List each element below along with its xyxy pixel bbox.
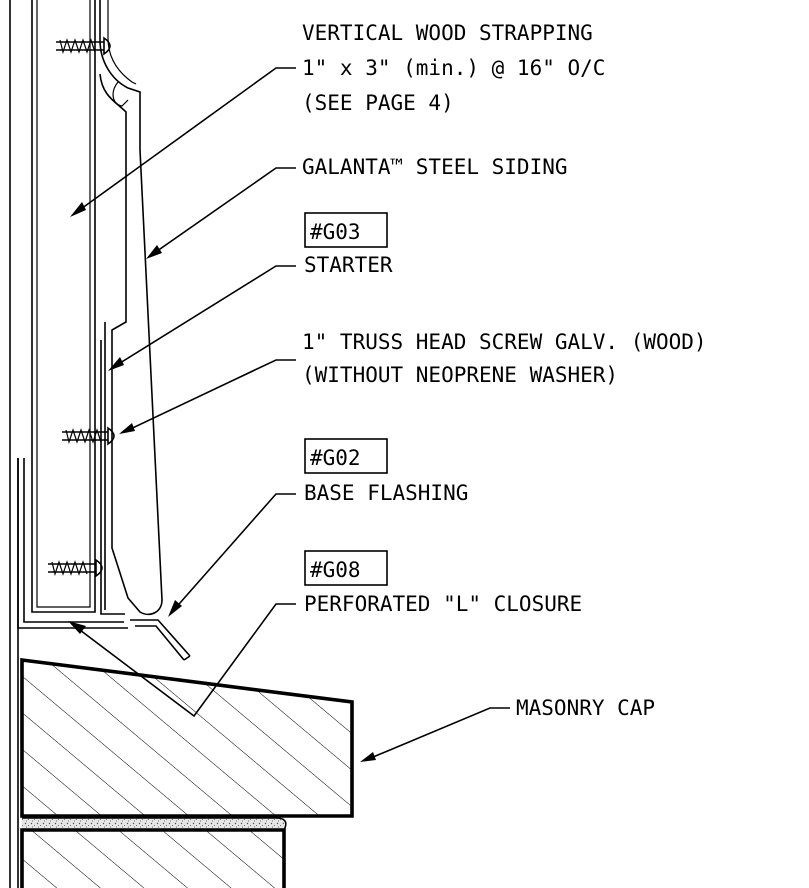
leader-screw [119,359,296,434]
screw-label-line-2: (WITHOUT NEOPRENE WASHER) [302,363,618,387]
masonry-cap [20,657,354,818]
strapping-label-line-2: 1" x 3" (min.) @ 16" O/C [302,56,605,80]
leader-closure [68,603,296,718]
leader-masonry-cap [360,707,510,762]
base-flashing-code: #G02 [310,446,361,470]
screws [48,36,115,578]
screw-icon [56,36,111,56]
masonry-wall-below [20,828,286,888]
leader-lines [68,67,510,762]
starter-code-box [304,212,388,248]
closure-code-box [304,550,388,586]
wall-sheathing [9,0,19,888]
leader-starter [108,265,296,371]
screw-icon [62,426,115,446]
siding-label: GALANTA™ STEEL SIDING [302,155,568,179]
masonry-cap-label: MASONRY CAP [516,696,655,720]
leader-strapping [70,67,296,217]
strapping-label-line-3: (SEE PAGE 4) [302,91,454,115]
steel-siding [99,0,163,616]
starter-code: #G03 [310,220,361,244]
mortar-joint [22,817,287,831]
closure-label: PERFORATED "L" CLOSURE [304,592,582,616]
base-flashing-label: BASE FLASHING [304,481,468,505]
perforated-l-closure [130,619,191,661]
starter-label: STARTER [304,253,393,277]
leader-siding [146,167,296,259]
screw-label-line-1: 1" TRUSS HEAD SCREW GALV. (WOOD) [302,330,707,354]
leader-base-flashing [168,493,296,617]
screw-icon [48,558,103,578]
base-flashing-code-box [304,438,388,474]
labels: VERTICAL WOOD STRAPPING 1" x 3" (min.) @… [302,21,707,720]
closure-code: #G08 [310,558,361,582]
base-flashing [17,458,128,629]
wood-strapping [31,0,96,613]
strapping-label-line-1: VERTICAL WOOD STRAPPING [302,21,593,45]
